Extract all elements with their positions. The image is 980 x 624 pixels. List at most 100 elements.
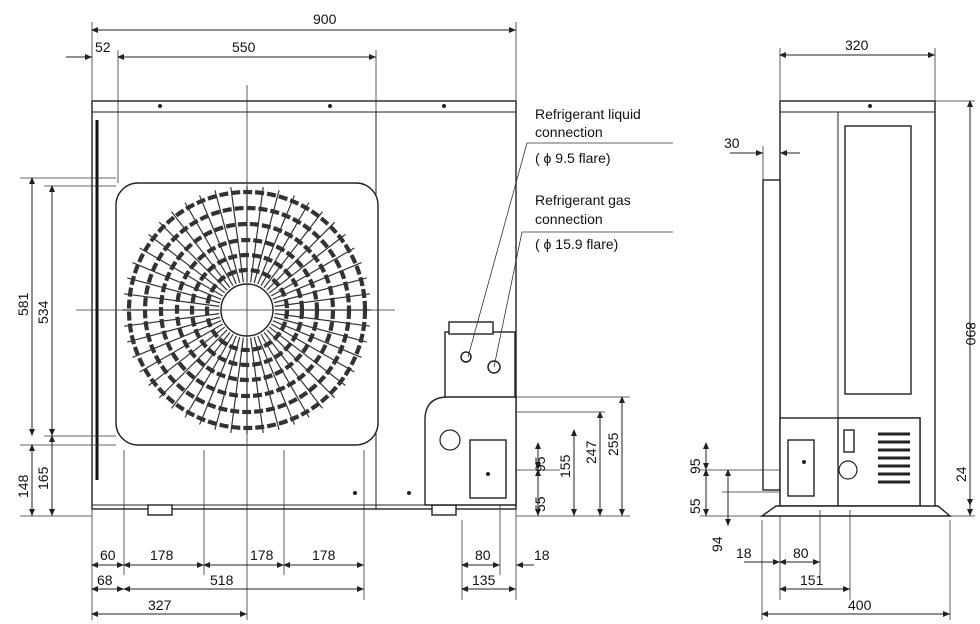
dim-178-c: 178 — [312, 547, 336, 563]
dim-60: 60 — [100, 547, 116, 563]
dim-55: 55 — [532, 496, 548, 512]
side-view — [759, 100, 952, 517]
grille-spoke — [230, 186, 244, 283]
liquid-valve — [460, 351, 472, 363]
grille-spoke — [268, 234, 346, 294]
dim-135: 135 — [472, 572, 496, 588]
grille-spoke — [214, 336, 241, 430]
dim-side-400: 400 — [848, 597, 872, 613]
grille-spoke — [214, 190, 241, 284]
dim-327: 327 — [148, 597, 172, 613]
grille-spoke — [260, 333, 310, 418]
side-base-stand — [759, 505, 952, 517]
grille-spoke — [148, 326, 226, 386]
dim-24: 24 — [953, 466, 969, 482]
dimension-labels: 900 52 550 581 534 148 165 60 178 178 17… — [15, 11, 979, 613]
grille-spoke — [273, 277, 367, 304]
grille-spoke — [184, 202, 234, 287]
dim-side-95: 95 — [687, 458, 703, 474]
dim-52: 52 — [95, 39, 111, 55]
grille-spoke — [158, 221, 228, 291]
grille-spoke — [260, 202, 310, 287]
grille-spoke — [270, 247, 355, 297]
dim-95: 95 — [532, 456, 548, 472]
dim-178-a: 178 — [150, 547, 174, 563]
grille-spoke — [257, 335, 296, 425]
fan-grille-spokes — [123, 186, 371, 434]
side-fan-guard — [762, 179, 781, 491]
grille-spoke — [272, 320, 362, 359]
grille-spoke — [263, 331, 323, 409]
liquid-note-line1: Refrigerant liquid — [535, 106, 641, 122]
dim-30: 30 — [724, 135, 740, 151]
dim-side-151: 151 — [800, 572, 824, 588]
side-panel-window — [844, 125, 912, 395]
grille-spoke — [158, 329, 228, 399]
grille-spoke — [266, 329, 336, 399]
grille-spoke — [127, 316, 221, 343]
dim-side-55: 55 — [687, 498, 703, 514]
dim-side-94: 94 — [709, 536, 725, 552]
dim-890: 890 — [963, 322, 979, 346]
liquid-leader — [467, 142, 673, 358]
grille-spoke — [274, 293, 371, 307]
grille-spoke — [270, 323, 355, 373]
grille-spoke — [148, 234, 226, 294]
gas-note-line1: Refrigerant gas — [535, 192, 631, 208]
grille-spoke — [132, 320, 222, 359]
grille-spoke — [127, 277, 221, 304]
dim-320: 320 — [845, 37, 869, 53]
grille-spoke — [268, 326, 346, 386]
dim-side-18: 18 — [736, 545, 752, 561]
grille-spoke — [123, 313, 220, 327]
dim-178-b: 178 — [250, 547, 274, 563]
dim-518: 518 — [210, 572, 234, 588]
dim-165: 165 — [35, 466, 51, 490]
grille-spoke — [123, 293, 220, 307]
grille-spoke — [257, 195, 296, 285]
gas-leader — [493, 231, 673, 368]
dim-148: 148 — [15, 474, 31, 498]
grille-spoke — [273, 316, 367, 343]
dim-155: 155 — [557, 454, 573, 478]
liquid-note-line2: connection — [535, 124, 603, 140]
dim-255: 255 — [605, 432, 621, 456]
side-dimensions — [700, 48, 975, 620]
grille-spoke — [184, 333, 234, 418]
grille-spoke — [263, 211, 323, 289]
grille-spoke — [250, 337, 264, 434]
grille-spoke — [274, 313, 371, 327]
dim-581: 581 — [15, 292, 31, 316]
dim-68: 68 — [97, 572, 113, 588]
front-dimensions — [20, 22, 630, 620]
grille-spoke — [253, 190, 280, 284]
dim-534: 534 — [35, 300, 51, 324]
screw — [442, 104, 446, 108]
grille-spoke — [132, 261, 222, 300]
screw — [328, 104, 332, 108]
side-vent-slots — [878, 432, 910, 484]
gas-note-line2: connection — [535, 211, 603, 227]
grille-spoke — [230, 337, 244, 434]
grille-spoke — [266, 221, 336, 291]
dim-80: 80 — [475, 547, 491, 563]
grille-spoke — [139, 247, 224, 297]
grille-spoke — [171, 331, 231, 409]
callout-notes: Refrigerant liquid connection ( ϕ 9.5 fl… — [535, 106, 641, 252]
gas-note-line3: ( ϕ 15.9 flare) — [535, 236, 618, 252]
grille-spoke — [272, 261, 362, 300]
grille-spoke — [250, 186, 264, 283]
grille-spoke — [198, 335, 237, 425]
grille-spoke — [139, 323, 224, 373]
screw — [158, 104, 162, 108]
dim-550: 550 — [232, 39, 256, 55]
liquid-note-line3: ( ϕ 9.5 flare) — [535, 150, 611, 166]
grille-spoke — [198, 195, 237, 285]
grille-spoke — [253, 336, 280, 430]
grille-spoke — [171, 211, 231, 289]
dim-18: 18 — [534, 547, 550, 563]
dim-side-80: 80 — [793, 545, 809, 561]
dim-900: 900 — [313, 11, 337, 27]
